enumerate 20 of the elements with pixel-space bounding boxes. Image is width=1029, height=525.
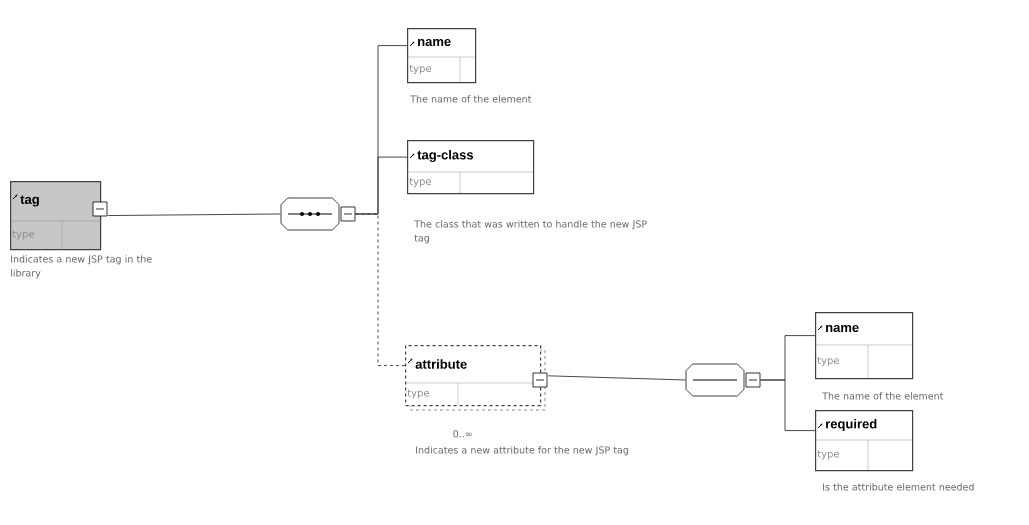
description-text: The name of the element — [822, 392, 944, 400]
element-box: name type — [406, 28, 477, 84]
description-text: Indicates a new JSP tag in the library — [11, 255, 152, 279]
description-text: The name of the element — [410, 95, 532, 103]
element-box: attribute type — [404, 345, 548, 411]
connector-line — [107, 213, 281, 216]
description-text: Indicates a new attribute for the new JSP tag — [416, 446, 629, 456]
element-box: required type — [814, 410, 914, 472]
sequence-compositor — [280, 197, 356, 231]
connector-line — [760, 379, 816, 432]
connector-line — [547, 375, 686, 381]
connector-line — [355, 156, 408, 215]
element-box: tag type — [9, 181, 108, 251]
sequence-compositor — [685, 363, 761, 397]
element-box: tag-class type — [406, 140, 535, 195]
element-box: name type — [814, 312, 914, 380]
description-text: The class that was written to handle the new JSP tag — [414, 220, 647, 244]
connector-line — [355, 213, 406, 367]
description-text: 0..∞ — [453, 430, 472, 438]
description-text: Is the attribute element needed — [823, 483, 974, 491]
